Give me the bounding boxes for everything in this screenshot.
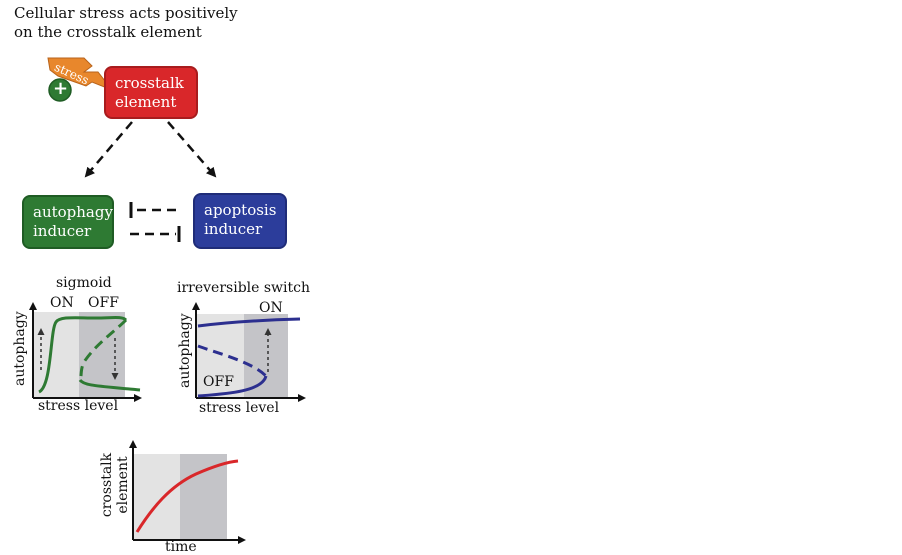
sigmoid-lower-branch	[78, 378, 141, 392]
inhibition-apoptosis-to-autophagy	[129, 202, 176, 218]
switch-title: irreversible switch	[177, 280, 310, 296]
apoptosis-inducer-box: apoptosis inducer	[193, 193, 287, 249]
time-region-2	[180, 454, 227, 540]
switch-x-label: stress level	[199, 400, 280, 416]
sigmoid-plot	[29, 302, 142, 402]
sigmoid-x-label: stress level	[38, 398, 119, 414]
plus-icon	[48, 78, 72, 102]
switch-plot	[192, 302, 306, 402]
switch-on-label: ON	[259, 300, 283, 316]
switch-off-label: OFF	[203, 374, 234, 390]
time-y-label-line-2: element	[115, 456, 131, 514]
sigmoid-y-label: autophagy	[12, 311, 28, 386]
switch-unstable-branch	[197, 344, 268, 378]
crosstalk-box-line-2: element	[115, 93, 177, 111]
switch-y-label: autophagy	[177, 313, 193, 388]
crosstalk-curve	[135, 459, 239, 533]
switch-on-region	[244, 314, 288, 398]
switch-off-region	[196, 314, 244, 398]
sigmoid-title: sigmoid	[56, 275, 112, 291]
crosstalk-element-box: crosstalk element	[104, 66, 198, 119]
caption-line-2: on the crosstalk element	[14, 23, 202, 41]
sigmoid-on-label: ON	[50, 295, 74, 311]
switch-upper-branch	[197, 317, 301, 328]
caption-line-1: Cellular stress acts positively	[14, 4, 238, 22]
apoptosis-box-line-2: inducer	[204, 220, 263, 238]
sigmoid-unstable-branch	[78, 318, 128, 381]
time-x-label: time	[165, 539, 197, 555]
time-y-label: crosstalk element	[99, 444, 131, 526]
apoptosis-box-line-1: apoptosis	[204, 201, 277, 219]
plus-label: +	[53, 78, 69, 99]
crosstalk-box-line-1: crosstalk	[115, 74, 184, 92]
arrow-to-autophagy	[84, 121, 133, 178]
diagram-caption: Cellular stress acts positively on the c…	[14, 4, 314, 42]
time-plot	[129, 440, 246, 544]
inhibition-autophagy-to-apoptosis	[130, 226, 181, 242]
time-y-label-line-1: crosstalk	[99, 452, 115, 518]
autophagy-inducer-box: autophagy inducer	[22, 195, 114, 249]
switch-lower-branch	[197, 375, 268, 398]
arrow-to-apoptosis	[167, 121, 217, 178]
autophagy-box-line-2: inducer	[33, 222, 92, 240]
sigmoid-off-label: OFF	[88, 295, 119, 311]
autophagy-box-line-1: autophagy	[33, 203, 113, 221]
sigmoid-upper-branch	[37, 316, 128, 394]
